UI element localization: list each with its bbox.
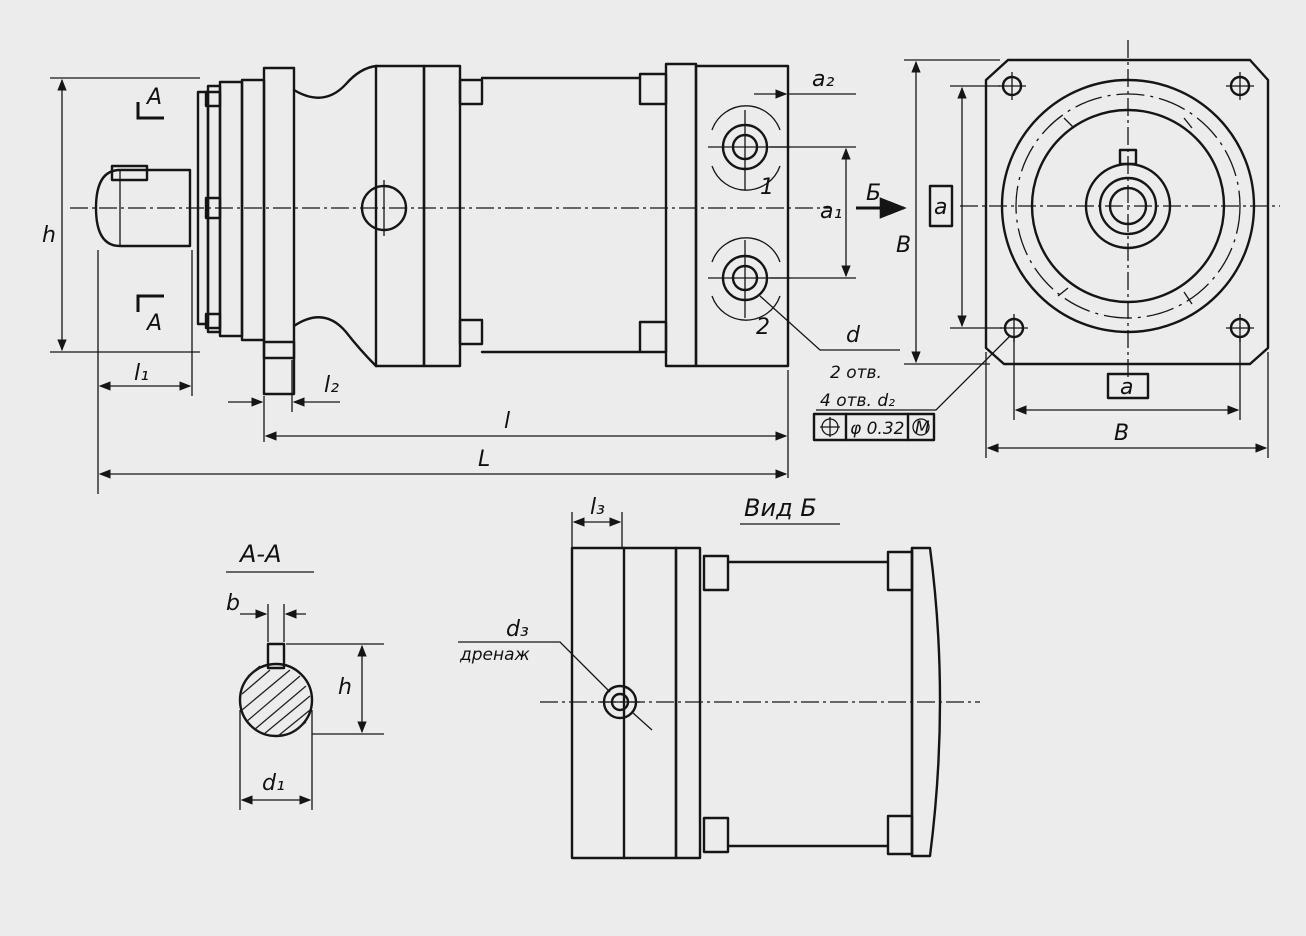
dim-B-horizontal-label: B [1114,421,1129,446]
dim-a-vertical-frame [928,184,954,228]
dim-d-label: d [846,323,861,348]
dim-a2-label: a₂ [812,67,834,92]
section-a-a: А-А b h d₁ [226,540,384,810]
bolt-hole [998,72,1026,100]
dim-a-vertical-label: a [934,195,947,220]
dim-B-vertical-label: B [896,233,911,258]
section-key [266,642,286,670]
dim-a-horizontal-label: a [1120,375,1133,400]
section-mark-top [136,102,164,120]
view-b-title: Вид Б [744,494,817,522]
dim-h-section-label: h [338,675,352,700]
dim-d3-label: d₃ [506,617,529,642]
dim-d-leader [759,295,900,351]
holes-leader [816,335,1011,411]
shaft-key [110,164,149,182]
drain-leader [458,641,611,693]
bolt-hole [1226,72,1254,100]
pump-front-view: B a a B 4 отв. d₂ φ 0.32 M [812,40,1280,458]
drain-label: дренаж [459,645,531,665]
dim-L-label: L [478,447,490,472]
tolerance-frame: φ 0.32 M [812,412,936,442]
dim-l3-label: l₃ [590,495,605,520]
section-shaft [238,662,314,738]
note-2holes: 2 отв. [830,363,882,383]
section-mark-bottom [136,294,164,312]
dim-b-label: b [226,591,240,616]
dim-l-label: l [504,409,510,434]
body-section [374,64,426,368]
view-arrow-label: Б [866,181,881,206]
dim-a-horizontal-frame [1106,372,1150,400]
front-flange [984,58,1270,366]
dim-l1-label: l₁ [134,361,149,386]
port-2-label: 2 [756,315,770,340]
section-title: А-А [238,540,282,568]
svg-text:M: M [915,418,930,438]
dim-l2-label: l₂ [324,373,339,398]
port-2 [708,237,790,321]
dim-d1-label: d₁ [262,771,285,796]
housing-neck [292,64,378,99]
note-4holes: 4 отв. d₂ [820,391,895,411]
view-b-flange [910,546,942,858]
tolerance-value: φ 0.32 [850,419,904,439]
mounting-flange [262,66,296,360]
section-mark-top-label: A [145,85,162,110]
rear-cover [664,62,698,368]
pump-side-view: h A A l₁ l₂ l L a₂ a₁ Б [42,62,907,494]
section-mark-bottom-label: A [145,311,162,336]
dim-h-left-label: h [42,223,56,248]
view-b: Вид Б l₃ d₃ дренаж [458,494,980,860]
port-1-label: 1 [760,175,774,200]
port-1 [708,105,790,191]
dim-a1-label: a₁ [820,199,842,224]
